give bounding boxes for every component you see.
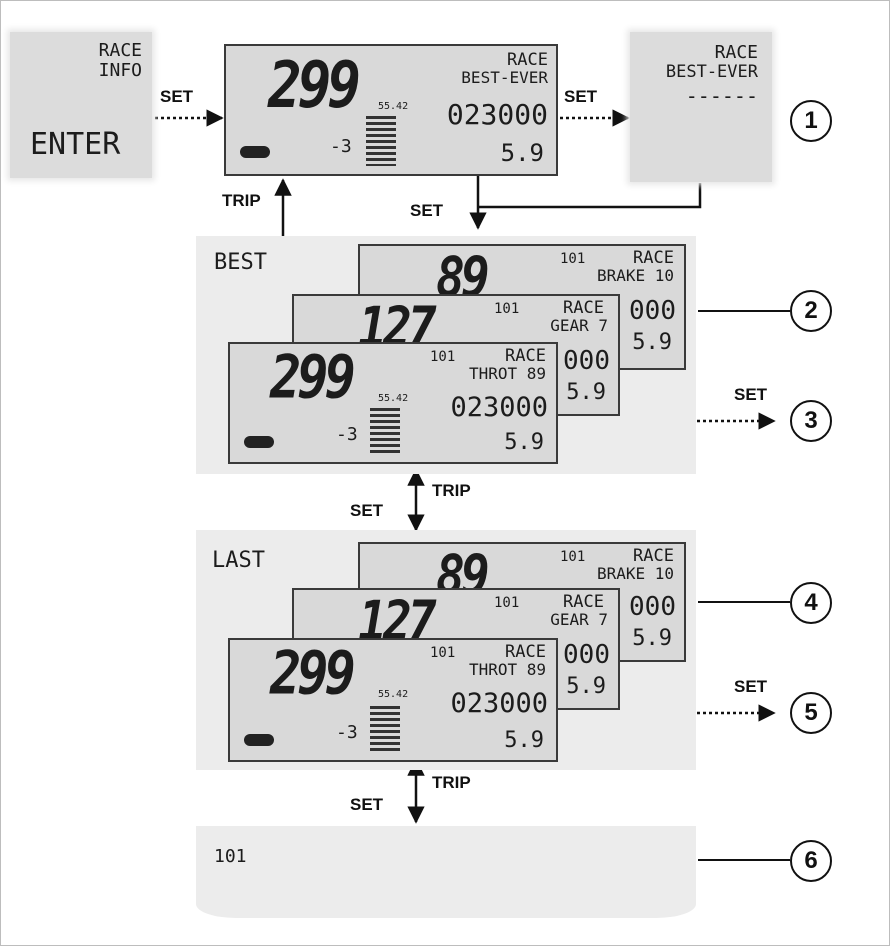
best-back-odo: 000 [629, 296, 676, 326]
race-info-screen: RACE INFO ENTER [10, 32, 152, 178]
best-mid-gear-small: 5.9 [566, 380, 606, 405]
best-ever-screen: RACE BEST-EVER ------ [630, 32, 772, 182]
last-front-bottom-left: -3 [336, 722, 358, 743]
last-front-marker: 101 [430, 645, 456, 661]
last-front-race: RACE [505, 642, 546, 662]
return-line [478, 183, 702, 209]
best-ever-title: BEST-EVER [665, 62, 758, 82]
last-front-gear-small: 5.9 [504, 728, 544, 753]
main-race: RACE [507, 50, 548, 70]
label-trip-2: TRIP [432, 481, 471, 500]
last-back-brake: BRAKE 10 [596, 564, 674, 583]
best-front-odo: 023000 [450, 392, 548, 423]
best-back-brake: BRAKE 10 [596, 266, 674, 285]
main-odo: 023000 [446, 98, 548, 131]
callout-1: 1 [790, 100, 832, 142]
main-display-screen: 299 55.42 RACE BEST-EVER 023000 5.9 -3 [224, 44, 558, 176]
label-trip-1: TRIP [222, 191, 261, 210]
best-front-marker: 101 [430, 349, 456, 365]
best-front-small: 55.42 [378, 393, 409, 404]
best-front-indicator-pill [244, 436, 274, 448]
callout-2: 2 [790, 290, 832, 332]
last-front-indicator-pill [244, 734, 274, 746]
label-set-2: SET [564, 87, 598, 106]
main-indicator-pill [240, 146, 270, 158]
label-set-5: SET [350, 501, 384, 520]
best-front-screen: 299 55.42 101 RACE THROT 89 023000 5.9 -… [228, 342, 558, 464]
best-front-race: RACE [505, 346, 546, 366]
label-set-6: SET [734, 677, 768, 696]
best-mid-race: RACE [563, 298, 604, 318]
enter-text: ENTER [30, 127, 121, 162]
last-mid-gear: GEAR 7 [550, 610, 608, 629]
best-front-throt: THROT 89 [468, 364, 546, 383]
best-front-bottom-left: -3 [336, 424, 358, 445]
last-front-screen: 299 55.42 101 RACE THROT 89 023000 5.9 -… [228, 638, 558, 762]
best-back-marker: 101 [560, 251, 586, 267]
best-front-speed: 299 [270, 343, 356, 413]
last-mid-marker: 101 [494, 595, 520, 611]
best-front-gear-small: 5.9 [504, 430, 544, 455]
best-front-bar-graph [370, 408, 400, 456]
main-small: 55.42 [378, 101, 409, 112]
last-front-odo: 023000 [450, 688, 548, 719]
best-ever-dashes: ------ [685, 84, 758, 108]
last-front-small: 55.42 [378, 689, 409, 700]
race-info-line2: INFO [98, 60, 142, 81]
last-front-bar-graph [370, 706, 400, 754]
label-set-7: SET [350, 795, 384, 814]
best-back-race: RACE [633, 248, 674, 268]
main-speed: 299 [268, 48, 361, 123]
last-back-odo: 000 [629, 592, 676, 622]
best-back-gear-small: 5.9 [632, 330, 672, 355]
callout-5: 5 [790, 692, 832, 734]
main-bottom-left: -3 [330, 136, 352, 157]
last-front-throt: THROT 89 [468, 660, 546, 679]
main-best-ever: BEST-EVER [461, 68, 548, 87]
last-panel-title: LAST [212, 548, 265, 573]
last-mid-odo: 000 [563, 640, 610, 670]
best-mid-odo: 000 [563, 346, 610, 376]
best-mid-gear: GEAR 7 [550, 316, 608, 335]
last-back-race: RACE [633, 546, 674, 566]
label-set-1: SET [160, 87, 194, 106]
last-back-gear-small: 5.9 [632, 626, 672, 651]
callout-4: 4 [790, 582, 832, 624]
label-set-3: SET [410, 201, 444, 220]
label-set-4: SET [734, 385, 768, 404]
last-mid-race: RACE [563, 592, 604, 612]
last-front-speed: 299 [270, 639, 356, 709]
bottom-panel [196, 826, 696, 918]
best-panel-title: BEST [214, 250, 267, 275]
race-info-line1: RACE [98, 40, 142, 61]
main-gear-small: 5.9 [500, 139, 544, 167]
last-mid-gear-small: 5.9 [566, 674, 606, 699]
best-mid-marker: 101 [494, 301, 520, 317]
bottom-panel-marker: 101 [214, 846, 247, 867]
callout-3: 3 [790, 400, 832, 442]
main-bar-graph [366, 116, 396, 166]
best-ever-race: RACE [714, 42, 758, 63]
last-back-marker: 101 [560, 549, 586, 565]
label-trip-3: TRIP [432, 773, 471, 792]
callout-6: 6 [790, 840, 832, 882]
